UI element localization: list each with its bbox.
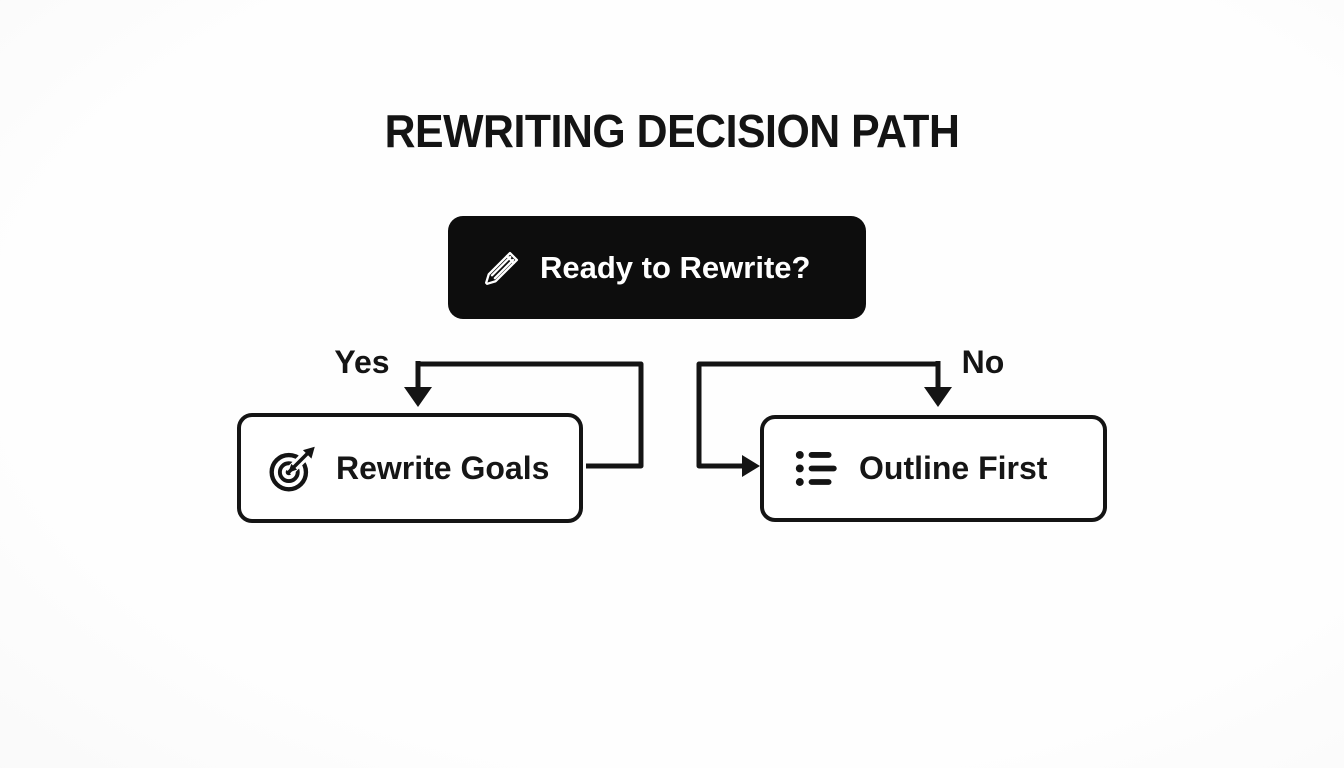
list-icon <box>795 450 837 486</box>
outline-first-node: Outline First <box>760 415 1107 522</box>
rewrite-goals-label: Rewrite Goals <box>336 449 550 486</box>
decision-node: Ready to Rewrite? <box>448 216 866 319</box>
outline-first-label: Outline First <box>859 450 1048 486</box>
diagram-title-text: REWRITING DECISION PATH <box>384 105 960 157</box>
target-icon <box>269 446 315 492</box>
pencil-icon <box>484 251 519 285</box>
no-branch-label: No <box>961 344 1005 380</box>
decision-node-label: Ready to Rewrite? <box>540 249 811 285</box>
yes-branch-label: Yes <box>334 344 390 380</box>
diagram-title: REWRITING DECISION PATH <box>0 104 1344 158</box>
rewrite-goals-node: Rewrite Goals <box>237 413 583 523</box>
